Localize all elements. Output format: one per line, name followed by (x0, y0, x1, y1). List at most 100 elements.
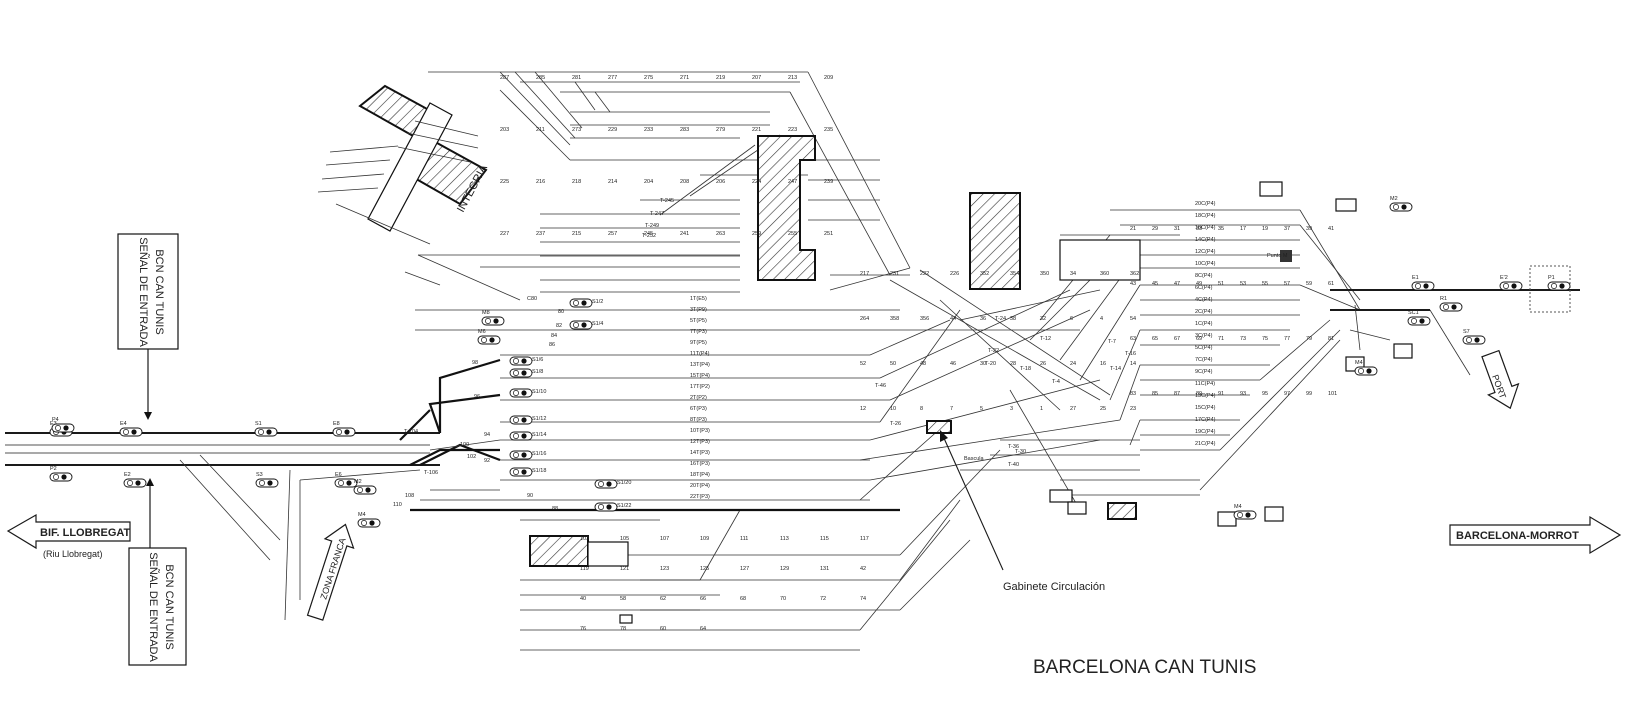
punto-m-label: Punto M (1267, 253, 1288, 259)
track-number: 79 (1306, 336, 1312, 342)
mid-number: 88 (552, 506, 558, 512)
switch-label: T-24 (995, 316, 1006, 322)
track-number: 55 (1262, 281, 1268, 287)
entrada-top-line2: BCN CAN TUNIS (153, 249, 165, 334)
track-name: 12T(P3) (690, 439, 710, 445)
track-name: 10T(P3) (690, 428, 710, 434)
entrada-bottom-line1: SEÑAL DE ENTRADA (147, 552, 160, 662)
mid-signal-label: S1/2 (592, 299, 603, 305)
track-number: 206 (716, 179, 725, 185)
track-name: 6C(P4) (1195, 285, 1213, 291)
track-name: 16C(P4) (1195, 225, 1216, 231)
track-name: 8T(P3) (690, 417, 707, 423)
arrow-left-label: BIF. LLOBREGAT (40, 527, 131, 539)
switch-label: T-20 (985, 361, 996, 367)
track-number: 211 (536, 127, 545, 133)
track-number: 6 (1070, 316, 1073, 322)
mid-signal-label: S1/8 (532, 369, 543, 375)
signal-label-e8: E8 (333, 421, 340, 427)
track-number: 224 (752, 179, 761, 185)
switch-label: T-22 (988, 348, 999, 354)
track-number: 219 (716, 75, 725, 81)
track-name: 22T(P3) (690, 494, 710, 500)
track-name: 5T(P5) (690, 318, 707, 324)
track-number: 71 (1218, 336, 1224, 342)
mid-signal-icon (509, 450, 533, 460)
track-number: 105 (620, 536, 629, 542)
track-name: 3T(P9) (690, 307, 707, 313)
track-number: 16 (1100, 361, 1106, 367)
switch-label: T-26 (890, 421, 901, 427)
track-number: 225 (500, 179, 509, 185)
track-number: 285 (536, 75, 545, 81)
track-number: 27 (1070, 406, 1076, 412)
track-number: 123 (660, 566, 669, 572)
mid-number: 96 (474, 394, 480, 400)
mid-signal-icon (509, 431, 533, 441)
track-name: 3C(P4) (1195, 333, 1213, 339)
signal-icon-e1 (1411, 281, 1435, 291)
track-number: 356 (920, 316, 929, 322)
track-name: 14T(P3) (690, 450, 710, 456)
track-number: 72 (820, 596, 826, 602)
track-number: 213 (788, 75, 797, 81)
track-number: 89 (1196, 391, 1202, 397)
track-number: 99 (1306, 391, 1312, 397)
mid-number: 86 (549, 342, 555, 348)
switch-label: T-18 (1020, 366, 1031, 372)
track-name: 2T(P2) (690, 395, 707, 401)
arrow-zona-franca: ZONA FRANCA (306, 523, 355, 621)
track-number: 264 (860, 316, 869, 322)
track-number: 215 (572, 231, 581, 237)
track-number: 63 (1130, 336, 1136, 342)
track-name: 11C(P4) (1195, 381, 1215, 387)
track-number: 103 (580, 536, 589, 542)
track-number: 65 (1152, 336, 1158, 342)
track-number: 76 (580, 626, 586, 632)
mid-number: 84 (551, 333, 557, 339)
track-name: 17T(P2) (690, 384, 710, 390)
track-number: 83 (1130, 391, 1136, 397)
track-number: 273 (572, 127, 581, 133)
mid-signal-label: S1/18 (532, 468, 546, 474)
signal-icon-sc1 (1407, 316, 1431, 326)
track-number: 73 (1240, 336, 1246, 342)
track-number: 35 (1218, 226, 1224, 232)
arrow-right-label: BARCELONA-MORROT (1456, 530, 1579, 542)
track-number: 43 (1130, 281, 1136, 287)
switch-label: T-4 (1052, 379, 1060, 385)
track-number: 45 (1152, 281, 1158, 287)
track-number: 1 (1040, 406, 1043, 412)
yard-fan-lines (179, 71, 1580, 651)
track-number: 239 (824, 179, 833, 185)
mid-number: 80 (558, 309, 564, 315)
track-name: 18C(P4) (1195, 213, 1216, 219)
mid-signal-label: S1/12 (532, 416, 546, 422)
track-number: 41 (1328, 226, 1334, 232)
track-name: 11T(P4) (690, 351, 710, 357)
track-number: 51 (1218, 281, 1224, 287)
mid-signal-icon (594, 502, 618, 512)
track-number: 214 (608, 179, 617, 185)
track-number: 12 (860, 406, 866, 412)
track-number: 23 (1130, 406, 1136, 412)
track-number: 52 (860, 361, 866, 367)
track-number: 60 (660, 626, 666, 632)
track-number: 62 (660, 596, 666, 602)
track-number: 42 (860, 566, 866, 572)
track-number: 17 (1240, 226, 1246, 232)
switch-labels: T-104T-106T-245T-247T-249T-252T-46T-26T-… (404, 198, 1136, 476)
track-number: 131 (820, 566, 829, 572)
track-name: 9T(P5) (690, 340, 707, 346)
signal-icon-e4 (119, 427, 143, 437)
entrada-top-line1: SEÑAL DE ENTRADA (137, 237, 150, 347)
track-number: 129 (780, 566, 789, 572)
arrow-bif-llobregat: BIF. LLOBREGAT (Riu Llobregat) (6, 513, 131, 559)
track-number: 235 (824, 127, 833, 133)
signal-icon-p4 (51, 423, 75, 433)
mid-signal-label: S1/6 (532, 357, 543, 363)
signal-label-e4: E4 (120, 421, 127, 427)
signal-label-s7: S7 (1463, 329, 1470, 335)
